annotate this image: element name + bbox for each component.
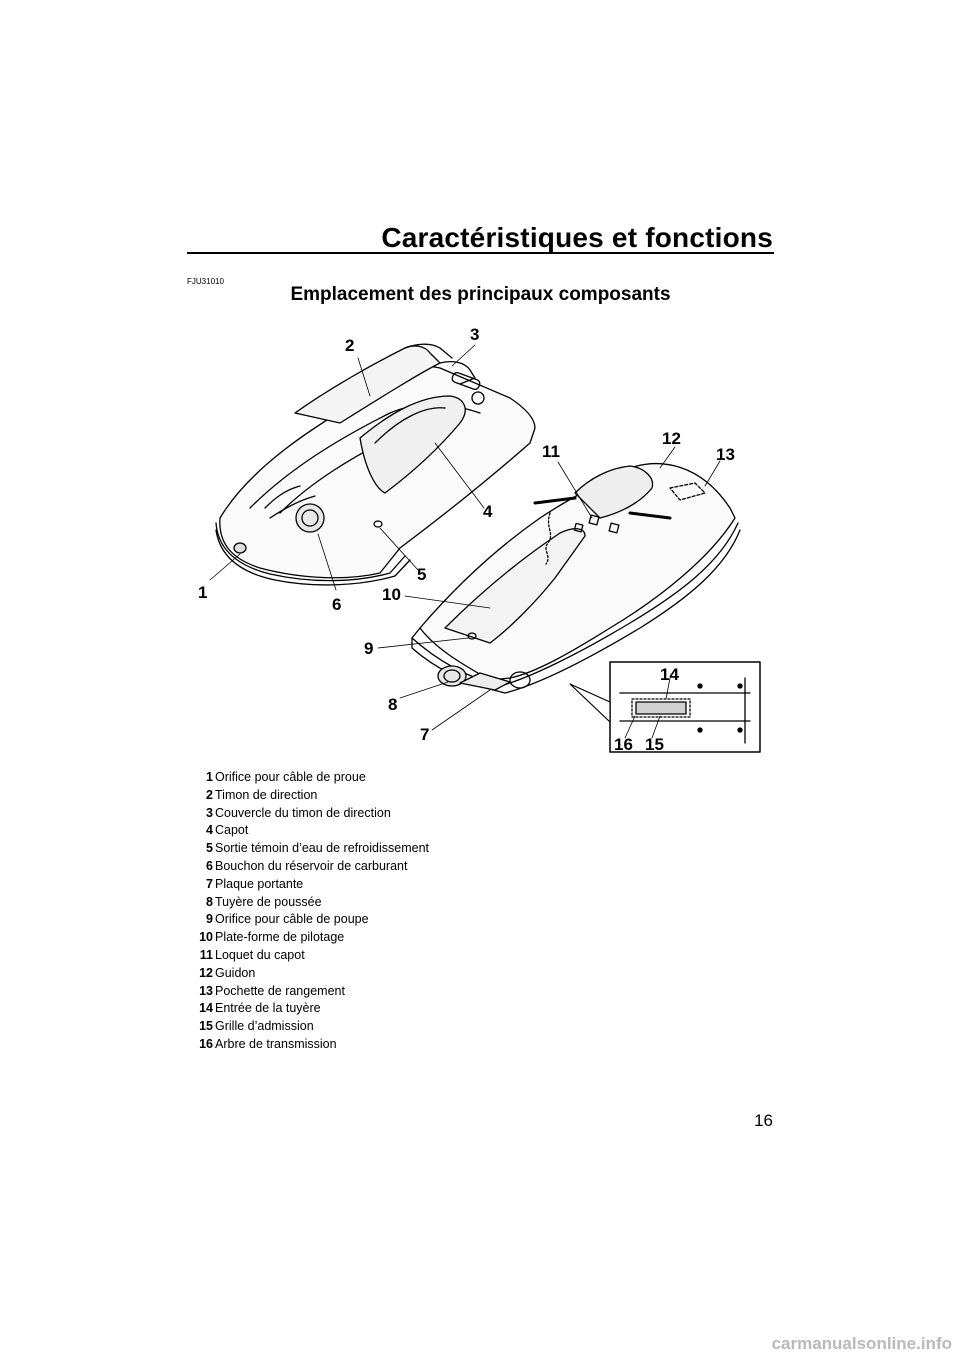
callout-7: 7 bbox=[420, 725, 429, 744]
callout-4: 4 bbox=[483, 502, 493, 521]
legend-number: 6 bbox=[206, 858, 213, 873]
page-header-title: Caractéristiques et fonctions bbox=[381, 222, 773, 253]
callout-15: 15 bbox=[645, 735, 664, 754]
legend-label: Couvercle du timon de direction bbox=[215, 805, 391, 820]
legend-number: 1 bbox=[206, 770, 213, 784]
section-code: FJU31010 bbox=[187, 277, 224, 286]
legend-label: Entrée de la tuyère bbox=[215, 1001, 321, 1016]
callout-13: 13 bbox=[716, 445, 735, 464]
legend-label: Bouchon du réservoir de carburant bbox=[215, 858, 408, 873]
callout-1: 1 bbox=[198, 583, 207, 602]
callout-9: 9 bbox=[364, 639, 373, 658]
legend-label: Arbre de transmission bbox=[215, 1036, 337, 1051]
legend-number: 10 bbox=[199, 930, 213, 945]
legend-number: 11 bbox=[199, 947, 213, 962]
legend-label: Sortie témoin d’eau de refroidissement bbox=[215, 841, 430, 856]
legend-label: Guidon bbox=[215, 965, 256, 980]
callout-10: 10 bbox=[382, 585, 401, 604]
legend-number: 13 bbox=[199, 983, 213, 998]
callout-labels: 1 2 3 4 5 6 7 8 9 10 11 12 13 14 15 16 bbox=[198, 325, 735, 754]
legend-number: 7 bbox=[206, 876, 213, 891]
legend-number: 4 bbox=[206, 823, 213, 838]
legend-label: Tuyère de poussée bbox=[215, 894, 322, 909]
legend-number: 3 bbox=[206, 805, 213, 820]
legend-label: Capot bbox=[215, 823, 249, 838]
legend-number: 8 bbox=[206, 894, 213, 909]
legend-label: Orifice pour câble de proue bbox=[215, 770, 366, 784]
callout-16: 16 bbox=[614, 735, 633, 754]
callout-8: 8 bbox=[388, 695, 397, 714]
legend-number: 5 bbox=[206, 841, 213, 856]
legend-number: 16 bbox=[199, 1036, 213, 1051]
intake-inset bbox=[569, 661, 761, 753]
legend-label: Grille d’admission bbox=[215, 1019, 314, 1034]
legend-label: Pochette de rangement bbox=[215, 983, 345, 998]
callout-11: 11 bbox=[542, 442, 560, 461]
legend-label: Orifice pour câble de poupe bbox=[215, 912, 369, 927]
watercraft-illustration: 1 2 3 4 5 6 7 8 9 10 11 12 13 14 15 16 bbox=[190, 318, 770, 763]
page-number: 16 bbox=[754, 1111, 773, 1130]
legend-number: 2 bbox=[206, 787, 213, 802]
legend-label: Plate-forme de pilotage bbox=[215, 930, 345, 945]
legend-label: Timon de direction bbox=[215, 787, 318, 802]
legend-number: 12 bbox=[199, 965, 213, 980]
callout-14: 14 bbox=[660, 665, 679, 684]
legend-label: Plaque portante bbox=[215, 876, 304, 891]
legend-label: Loquet du capot bbox=[215, 947, 305, 962]
legend-number: 9 bbox=[206, 912, 213, 927]
leader-lines bbox=[209, 344, 721, 739]
callout-6: 6 bbox=[332, 595, 341, 614]
section-title: Emplacement des principaux composants bbox=[290, 284, 671, 305]
callout-3: 3 bbox=[470, 325, 479, 344]
legend-number: 15 bbox=[199, 1019, 213, 1034]
watermark: carmanualsonline.info bbox=[771, 1334, 952, 1353]
callout-2: 2 bbox=[345, 336, 354, 355]
callout-5: 5 bbox=[417, 565, 426, 584]
callout-12: 12 bbox=[662, 429, 681, 448]
rear-craft-drawing bbox=[411, 463, 741, 694]
header-rule bbox=[187, 252, 774, 254]
front-craft-drawing bbox=[215, 343, 536, 586]
legend-number: 14 bbox=[199, 1001, 213, 1016]
